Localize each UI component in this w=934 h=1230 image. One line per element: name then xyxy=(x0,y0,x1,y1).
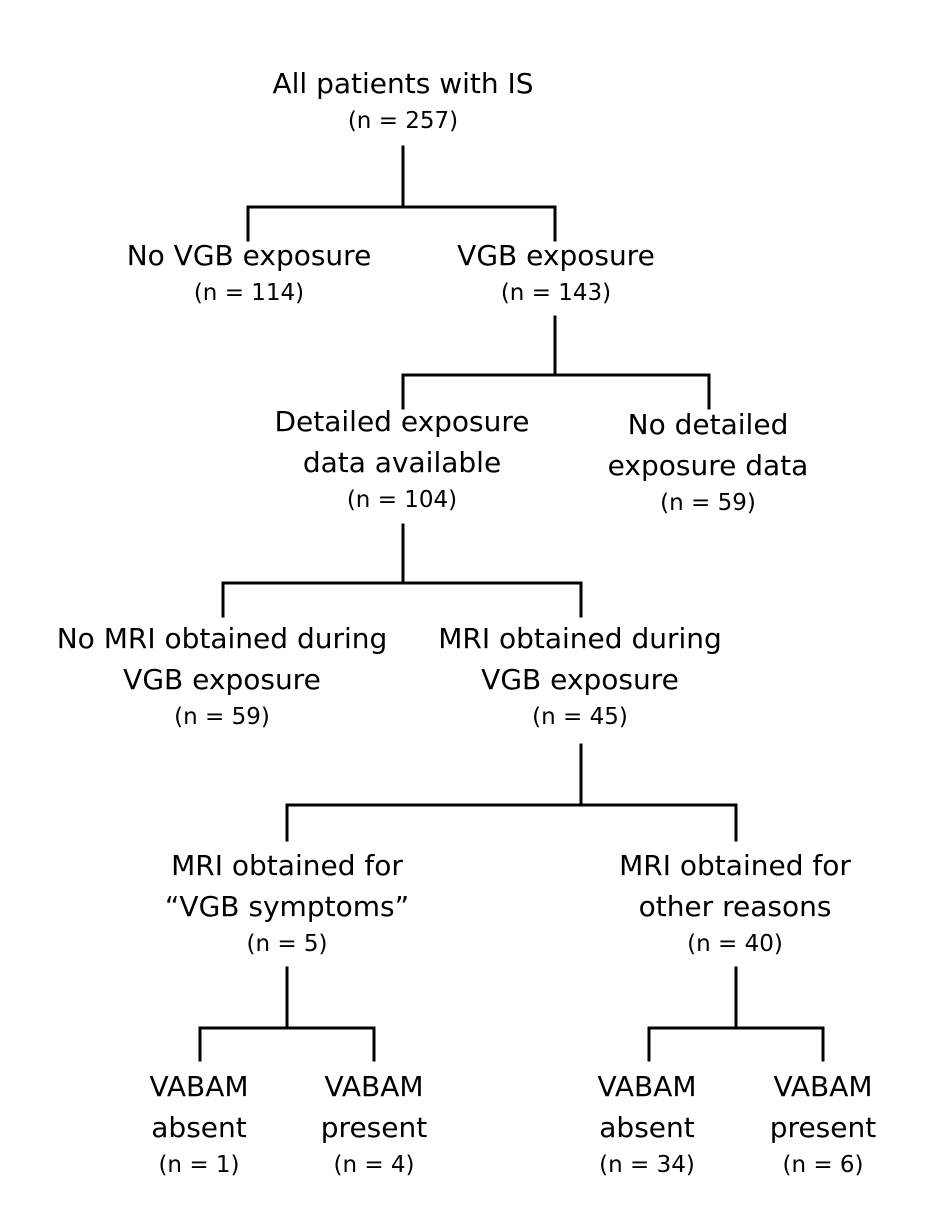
node-no-mri-during-vgb: No MRI obtained during VGB exposure (n =… xyxy=(57,618,388,734)
node-count: (n = 257) xyxy=(347,108,459,134)
node-mri-during-vgb: MRI obtained during VGB exposure (n = 45… xyxy=(438,618,722,734)
node-symptoms-vabam-present: VABAM present (n = 4) xyxy=(321,1066,427,1182)
node-label: VGB exposure xyxy=(481,663,679,696)
node-count: (n = 114) xyxy=(193,280,305,306)
node-count: (n = 4) xyxy=(333,1152,415,1178)
node-label: absent xyxy=(151,1111,247,1144)
node-count: (n = 59) xyxy=(174,704,270,730)
node-count: (n = 34) xyxy=(599,1152,695,1178)
node-vgb-exposure: VGB exposure (n = 143) xyxy=(457,235,655,310)
node-no-detailed-exposure-data: No detailed exposure data (n = 59) xyxy=(608,404,809,520)
node-detailed-exposure-data: Detailed exposure data available (n = 10… xyxy=(274,401,529,517)
node-count: (n = 59) xyxy=(660,490,756,516)
node-count: (n = 143) xyxy=(500,280,612,306)
node-other-vabam-absent: VABAM absent (n = 34) xyxy=(597,1066,696,1182)
node-mri-vgb-symptoms: MRI obtained for “VGB symptoms” (n = 5) xyxy=(165,845,409,961)
node-label: other reasons xyxy=(638,890,832,923)
node-label: absent xyxy=(599,1111,695,1144)
node-symptoms-vabam-absent: VABAM absent (n = 1) xyxy=(149,1066,248,1182)
node-mri-other-reasons: MRI obtained for other reasons (n = 40) xyxy=(619,845,851,961)
node-label: VABAM xyxy=(324,1070,424,1103)
node-count: (n = 5) xyxy=(246,931,328,957)
node-count: (n = 45) xyxy=(532,704,628,730)
node-label: VABAM xyxy=(149,1070,249,1103)
node-label: No detailed xyxy=(627,408,789,441)
node-label: “VGB symptoms” xyxy=(164,890,410,923)
node-label: VABAM xyxy=(597,1070,697,1103)
node-count: (n = 6) xyxy=(782,1152,864,1178)
node-label: MRI obtained during xyxy=(438,622,722,655)
node-no-vgb-exposure: No VGB exposure (n = 114) xyxy=(127,235,372,310)
node-label: present xyxy=(320,1111,428,1144)
node-count: (n = 104) xyxy=(346,487,458,513)
node-all-patients: All patients with IS (n = 257) xyxy=(272,63,533,138)
node-count: (n = 40) xyxy=(687,931,783,957)
node-count: (n = 1) xyxy=(158,1152,240,1178)
node-label: All patients with IS xyxy=(272,67,534,100)
node-label: No VGB exposure xyxy=(126,239,372,272)
node-label: present xyxy=(769,1111,877,1144)
node-label: exposure data xyxy=(607,449,809,482)
node-label: MRI obtained for xyxy=(619,849,851,882)
node-label: MRI obtained for xyxy=(171,849,403,882)
node-label: Detailed exposure xyxy=(274,405,530,438)
node-label: No MRI obtained during xyxy=(56,622,388,655)
node-label: data available xyxy=(302,446,502,479)
node-label: VGB exposure xyxy=(457,239,655,272)
node-label: VGB exposure xyxy=(123,663,321,696)
node-other-vabam-present: VABAM present (n = 6) xyxy=(770,1066,876,1182)
node-label: VABAM xyxy=(773,1070,873,1103)
